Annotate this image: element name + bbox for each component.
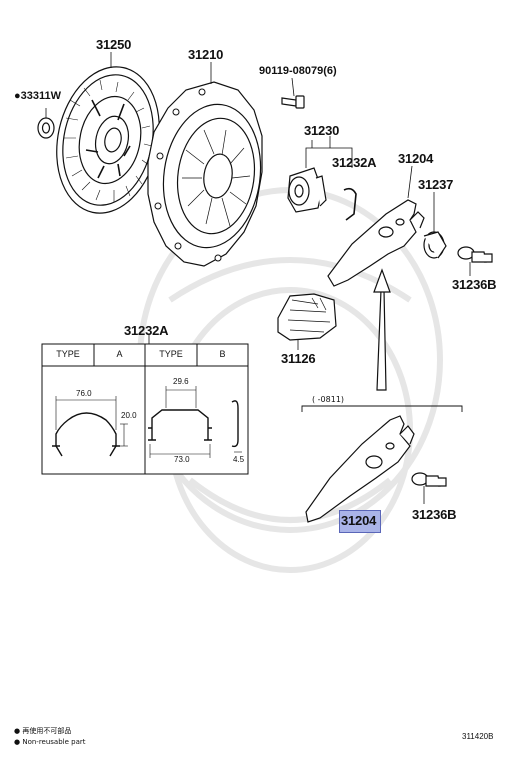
label-31250[interactable]: 31250 [96,37,132,52]
seal-31237 [423,231,447,259]
leader-90119 [291,77,295,97]
table-head-b: B [219,349,226,359]
bolt-90119-08079 [281,95,305,109]
figure-code: 311420B [462,732,494,741]
dim-a-height: 20.0 [121,411,137,420]
dimension-lines-b [149,386,242,458]
clip-type-a-drawing [52,412,120,457]
table-head-type-b: TYPE [159,349,183,359]
pivot-stud-31236b-lower [411,472,447,487]
label-31236b-upper[interactable]: 31236B [452,277,497,292]
selected-part-highlight[interactable] [339,510,381,533]
dim-a-width: 76.0 [76,389,92,398]
clutch-disc-31250 [56,66,160,214]
label-33311w[interactable]: ●33311W [14,90,62,102]
release-fork-31204-lower [305,415,415,523]
release-fork-31204-upper [327,199,425,287]
pivot-stud-31236b-upper [457,246,493,263]
non-reusable-dot-icon: ● [14,90,21,102]
boot-31126 [277,293,337,341]
pilot-bearing-33311w [37,117,55,139]
date-range-label: ( -0811) [312,395,345,404]
label-31230[interactable]: 31230 [304,123,340,138]
release-bearing-31230 [287,167,327,213]
label-31204-lower[interactable]: 31204 [341,513,377,528]
arrow-up-icon [373,268,391,391]
label-31236b-lower[interactable]: 31236B [412,507,457,522]
label-31204-upper[interactable]: 31204 [398,151,434,166]
dim-b-width: 73.0 [174,455,190,464]
clutch-cover-31210 [147,81,263,267]
dim-b-side: 4.5 [233,455,245,464]
label-90119-08079[interactable]: 90119-08079(6) [259,65,337,77]
clip-type-b-drawing [148,400,239,448]
date-range-bracket [301,405,463,412]
table-head-a: A [116,349,123,359]
label-31232a-table[interactable]: 31232A [124,323,169,338]
dimension-lines-a [55,396,128,447]
dim-b-top: 29.6 [173,377,189,386]
label-31237[interactable]: 31237 [418,177,454,192]
table-head-type-a: TYPE [56,349,80,359]
label-31210[interactable]: 31210 [188,47,224,62]
clip-31232a [343,187,357,221]
leader-31230 [305,140,353,168]
leader-31204-upper [407,165,413,199]
legend-non-reusable-en: ● Non-reusable part [14,738,86,746]
type-table [41,343,249,475]
label-31232a-top[interactable]: 31232A [332,155,377,170]
legend-non-reusable-ja: ● 再使用不可部品 [14,727,72,735]
label-31126[interactable]: 31126 [281,351,316,366]
